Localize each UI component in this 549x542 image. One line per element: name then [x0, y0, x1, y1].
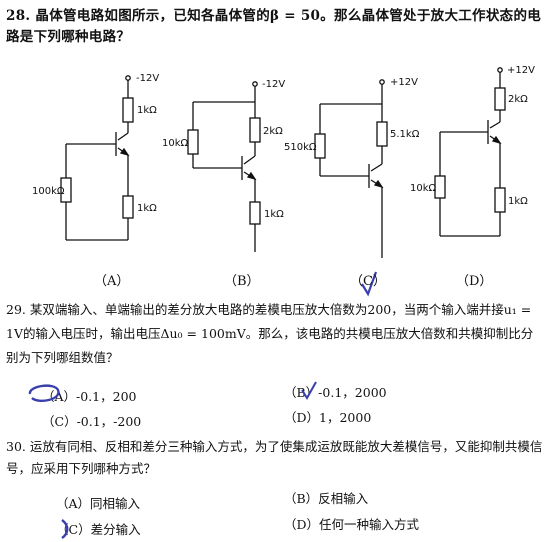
q29-option-a: （A）-0.1，200	[42, 389, 137, 404]
question-28-number: 28.	[6, 8, 31, 24]
circuit-b: -12V 10kΩ 2kΩ 1kΩ	[162, 79, 285, 252]
circuit-a-r-base: 100kΩ	[32, 186, 65, 197]
check-mark-c	[361, 271, 378, 297]
circuit-c-vcc: +12V	[390, 77, 418, 88]
q30-option-b: （B）反相输入	[284, 491, 369, 506]
circuit-d-r-top: 2kΩ	[508, 94, 528, 105]
q29-option-b: （B）-0.1，2000	[284, 385, 387, 400]
circuit-b-r-collector: 2kΩ	[263, 126, 283, 137]
q30-option-d: （D）任何一种输入方式	[284, 517, 420, 532]
circuit-c: +12V 510kΩ 5.1kΩ	[284, 77, 420, 258]
check-mark-q30-c	[61, 519, 69, 539]
circuit-a-r-emitter: 1kΩ	[137, 203, 157, 214]
circuit-a-label: （A）	[94, 274, 130, 289]
circuit-diagrams: -12V 1kΩ 100kΩ 1kΩ -12V 10kΩ 2kΩ 1kΩ	[32, 65, 535, 297]
question-30-text: 运放有同相、反相和差分三种输入方式，为了使集成运放既能放大差模信号，又能抑制共模…	[6, 439, 543, 476]
circuit-b-r-emitter: 1kΩ	[264, 209, 284, 220]
question-29-number: 29.	[6, 302, 26, 317]
question-29-text: 某双端输入、单端输出的差分放大电路的差模电压放大倍数为200，当两个输入端并接u…	[6, 302, 534, 365]
circuit-b-r-base: 10kΩ	[162, 138, 189, 149]
q30-option-c: （C）差分输入	[56, 522, 141, 537]
circuit-d-r-base: 10kΩ	[410, 183, 437, 194]
circuit-c-label: （C）	[350, 274, 386, 289]
circuit-d-vcc: +12V	[507, 65, 535, 76]
circuit-b-label: （B）	[224, 274, 260, 289]
check-mark-q29-b	[301, 381, 317, 400]
q29-option-c: （C）-0.1，-200	[42, 414, 142, 429]
circuit-c-r-base: 510kΩ	[284, 142, 317, 153]
question-28: 28. 晶体管电路如图所示，已知各晶体管的β = 50。那么晶体管处于放大工作状…	[6, 6, 544, 48]
question-28-text: 晶体管电路如图所示，已知各晶体管的β = 50。那么晶体管处于放大工作状态的电路…	[6, 8, 542, 45]
circuit-d: +12V 2kΩ 10kΩ 1kΩ	[410, 65, 535, 237]
question-30-number: 30.	[6, 439, 26, 454]
circuit-c-r-collector: 5.1kΩ	[390, 129, 420, 140]
question-30: 30. 运放有同相、反相和差分三种输入方式，为了使集成运放既能放大差模信号，又能…	[6, 436, 544, 480]
question-29: 29. 某双端输入、单端输出的差分放大电路的差模电压放大倍数为200，当两个输入…	[6, 298, 544, 370]
circuit-d-r-emitter: 1kΩ	[508, 196, 528, 207]
q29-option-d: （D）1，2000	[284, 410, 372, 425]
circuit-b-vcc: -12V	[262, 79, 285, 90]
circuit-d-label: （D）	[456, 274, 493, 289]
circuit-a-vcc: -12V	[136, 73, 159, 84]
q30-option-a: （A）同相输入	[56, 496, 141, 511]
circuit-a-r-top: 1kΩ	[137, 105, 157, 116]
circle-mark-q29-a	[28, 384, 60, 402]
circuit-a: -12V 1kΩ 100kΩ 1kΩ	[32, 73, 159, 241]
